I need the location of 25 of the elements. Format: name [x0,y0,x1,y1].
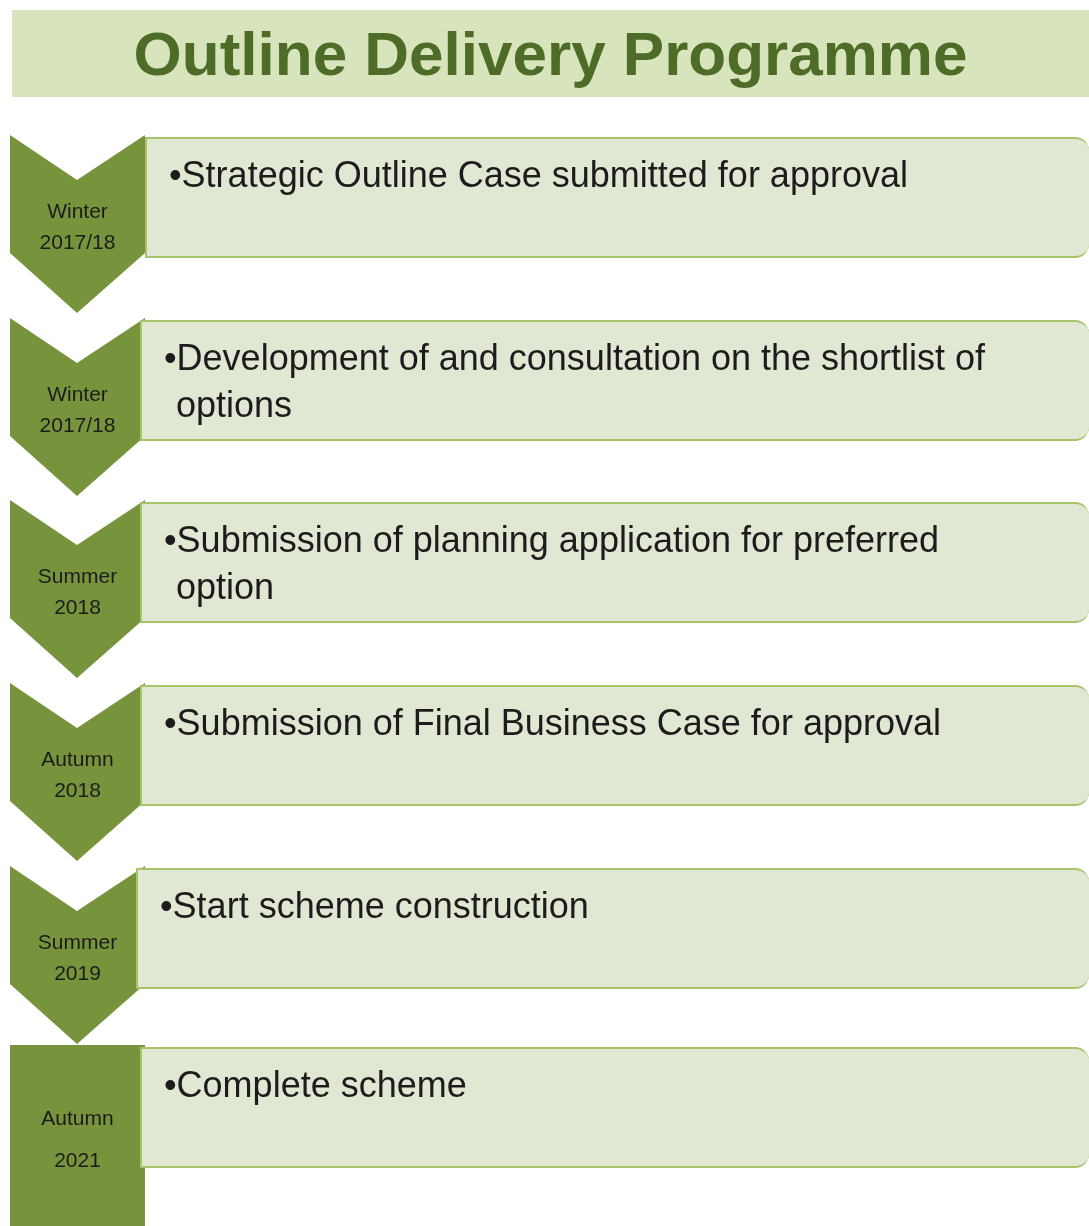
date-block [10,1045,145,1226]
step-box [140,685,1089,806]
step-box [140,1047,1089,1168]
step-text: •Strategic Outline Case submitted for approval [168,153,909,197]
step-text: •Complete scheme [163,1063,468,1107]
step-text: •Start scheme construction [159,884,590,928]
step-text: •Development of and consultation on the shortlist of options [163,336,987,427]
step-box [145,137,1089,258]
step-text: •Submission of Final Business Case for approval [163,701,942,745]
date-label: Winter 2017/18 [38,198,117,255]
date-label: Summer 2019 [36,929,119,986]
step-text: •Submission of planning application for preferred option [163,518,941,609]
chevron-shape [10,318,145,496]
chevron-shape [10,683,145,861]
step-box [140,502,1089,623]
step-box [140,320,1089,441]
title-banner: Outline Delivery Programme [12,10,1089,97]
chevron-shape [10,135,145,313]
date-label: Autumn 2021 [40,1105,115,1173]
date-label: Autumn 2018 [40,746,115,803]
step-box [136,868,1089,989]
date-label: Summer 2018 [36,563,119,620]
chevron-shape [10,866,145,1044]
chevron-shape [10,500,145,678]
date-label: Winter 2017/18 [38,381,117,438]
